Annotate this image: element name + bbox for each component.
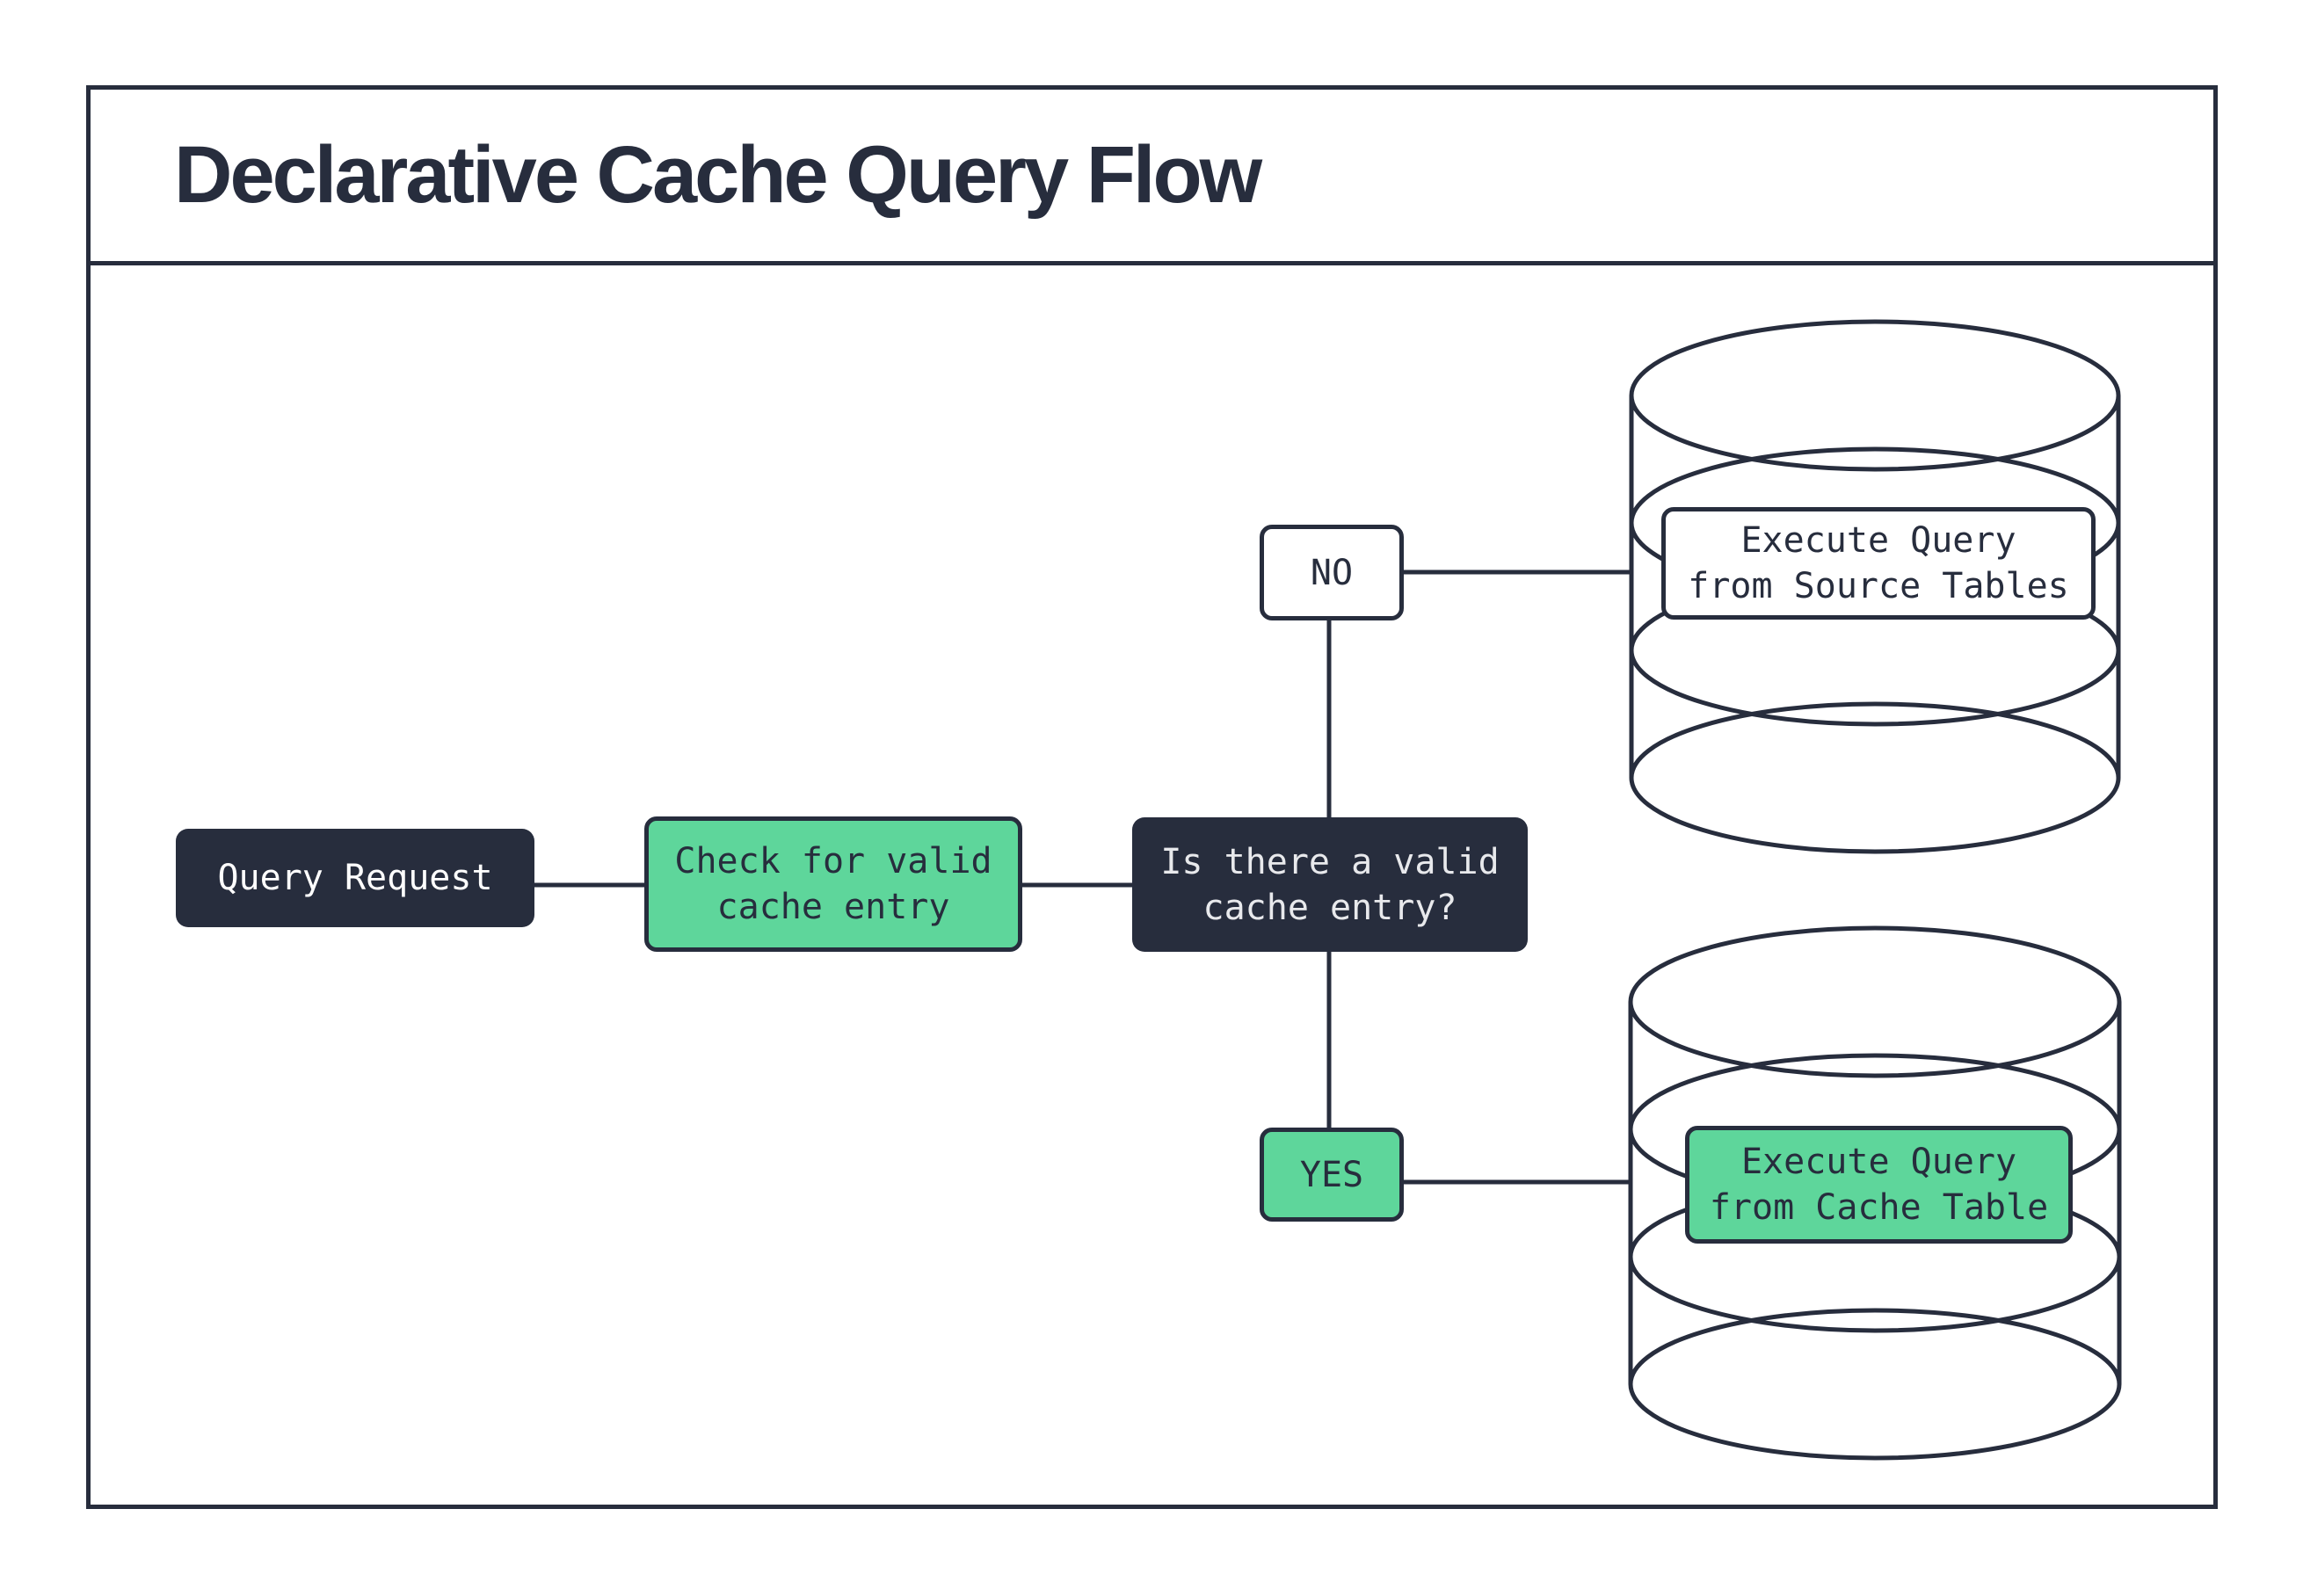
node-check-cache: Check for valid cache entry (644, 816, 1022, 952)
node-execute-source-tables: Execute Query from Source Tables (1661, 507, 2096, 620)
diagram-header: Declarative Cache Query Flow (91, 90, 2213, 265)
node-execute-cache-table: Execute Query from Cache Table (1685, 1126, 2073, 1244)
node-branch-no: NO (1260, 525, 1404, 620)
node-branch-yes: YES (1260, 1128, 1404, 1222)
diagram-frame: Declarative Cache Query Flow (86, 85, 2218, 1509)
node-query-request: Query Request (176, 829, 534, 927)
page-title: Declarative Cache Query Flow (174, 130, 1262, 220)
node-decision: Is there a valid cache entry? (1132, 817, 1528, 952)
